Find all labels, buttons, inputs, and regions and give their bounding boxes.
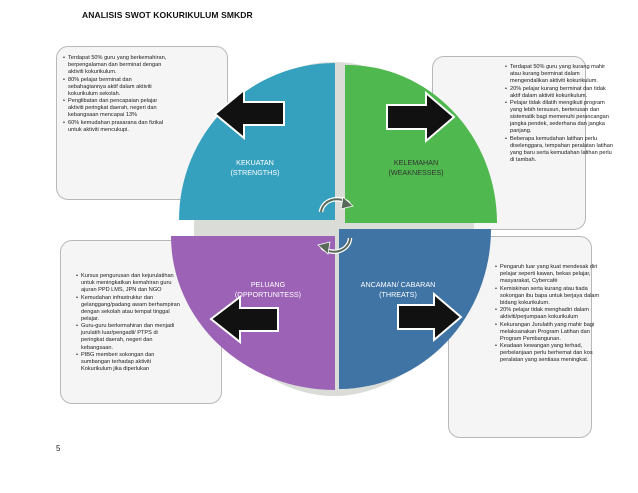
strengths-list: Terdapat 50% guru yang berkemahiran, ber… [63,55,167,134]
list-item: Keadaan kewangan yang terhad, perbelanja… [495,343,605,364]
arrow-right-bottom-icon [397,291,463,343]
weaknesses-label: KELEMAHAN (WEAKNESSES) [356,158,476,178]
strengths-quadrant [179,63,335,220]
list-item: 20% pelajar kurang berminat dan tidak ak… [505,86,615,100]
list-item: Pelajar tidak dilatih mengikuti program … [505,100,615,135]
page-number: 5 [56,444,61,453]
strengths-label: KEKUATAN (STRENGTHS) [195,158,315,178]
list-item: Penglibatan dan pencapaian pelajar aktiv… [63,98,167,119]
list-item: Terdapat 50% guru yang berkemahiran, ber… [63,55,167,76]
list-item: Terdapat 50% guru yang kurang mahir atau… [505,64,615,85]
threats-title: ANCAMAN/ CABARAN [360,280,436,289]
threats-label: ANCAMAN/ CABARAN (THREATS) [338,280,458,300]
arrow-right-top-icon [386,90,456,144]
arrow-left-bottom-icon [209,294,279,345]
list-item: Pengaruh luar yang kuat mendesak diri pe… [495,264,605,285]
weaknesses-list: Terdapat 50% guru yang kurang mahir atau… [505,64,615,165]
weaknesses-title: KELEMAHAN [393,158,439,167]
opportunities-list: Kursus pengurusan dan kejurulatihan untu… [76,273,180,374]
opportunities-subtitle: (OPPORTUNITESS) [234,290,302,299]
page-title: ANALISIS SWOT KOKURIKULUM SMKDR [82,10,253,20]
weaknesses-quadrant [345,64,498,223]
list-item: Kursus pengurusan dan kejurulatihan untu… [76,273,180,294]
list-item: Kemudahan infrastruktur dan gelanggang/p… [76,295,180,323]
opportunities-label: PELUANG (OPPORTUNITESS) [208,280,328,300]
list-item: 80% pelajar berminat dan sebahagiannya a… [63,77,167,98]
cycle-icon [317,196,354,255]
list-item: Kekurangan Jurulatih yang mahir bagi mel… [495,322,605,343]
list-item: 20% pelajar tidak menghadiri dalam aktiv… [495,307,605,321]
opportunities-title: PELUANG [250,280,286,289]
list-item: 60% kemudahan prasarana dan fizikal untu… [63,120,167,134]
threats-list: Pengaruh luar yang kuat mendesak diri pe… [495,264,605,365]
threats-subtitle: (THREATS) [379,290,417,299]
list-item: PIBG memberi sokongan dan sumbangan terh… [76,352,180,373]
arrow-left-top-icon [213,87,285,141]
list-item: Guru-guru berkemahiran dan menjadi jurul… [76,323,180,351]
list-item: Kemiskinan serta kurang atau tiada sokon… [495,286,605,307]
strengths-title: KEKUATAN [236,158,274,167]
weaknesses-subtitle: (WEAKNESSES) [388,168,444,177]
list-item: Beberapa kemudahan latihan perlu diselen… [505,136,615,164]
strengths-subtitle: (STRENGTHS) [230,168,280,177]
